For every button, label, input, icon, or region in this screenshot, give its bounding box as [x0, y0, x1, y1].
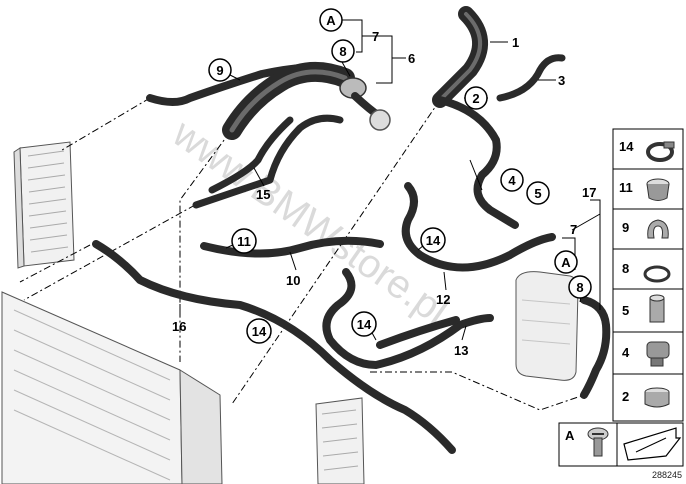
legend-item-11: 11	[619, 178, 670, 201]
label-13: 13	[454, 343, 468, 358]
callout-11: 11	[231, 228, 257, 254]
sleeve-icon	[646, 178, 670, 201]
svg-text:14: 14	[252, 324, 267, 339]
radiator-lower-center	[315, 397, 365, 484]
svg-text:4: 4	[622, 345, 630, 360]
label-1: 1	[512, 35, 519, 50]
svg-text:9: 9	[622, 220, 629, 235]
label-7-top: 7	[372, 29, 379, 44]
footer-letter: A	[565, 428, 575, 443]
legend-item-14: 14	[619, 139, 675, 162]
legend-item-5: 5	[622, 294, 665, 323]
legend-footer: A	[558, 422, 684, 467]
clamp-bracket-icon	[646, 341, 670, 367]
label-7-right: 7	[570, 222, 577, 237]
svg-text:9: 9	[216, 63, 223, 78]
label-12: 12	[436, 292, 450, 307]
svg-text:5: 5	[534, 186, 541, 201]
bush-icon	[649, 294, 665, 323]
radiator-upper-left	[13, 141, 75, 269]
o-ring-icon	[643, 265, 671, 283]
legend-item-8: 8	[622, 261, 671, 283]
svg-text:8: 8	[339, 44, 346, 59]
callout-14-low: 14	[246, 318, 272, 344]
legend-item-2: 2	[622, 387, 670, 408]
label-6: 6	[408, 51, 415, 66]
callout-9: 9	[208, 58, 232, 82]
svg-text:A: A	[561, 255, 571, 270]
label-15: 15	[256, 187, 270, 202]
legend-item-4: 4	[622, 341, 670, 367]
svg-text:11: 11	[619, 180, 633, 195]
svg-text:5: 5	[622, 303, 629, 318]
svg-text:14: 14	[619, 139, 634, 154]
svg-text:2: 2	[472, 91, 479, 106]
svg-text:8: 8	[576, 280, 583, 295]
svg-text:2: 2	[622, 389, 629, 404]
callout-14-center: 14	[351, 311, 377, 337]
clip-icon	[647, 219, 669, 239]
svg-text:4: 4	[508, 173, 516, 188]
diagram-id: 288245	[652, 470, 682, 480]
callout-8-top: 8	[331, 39, 355, 63]
clamp-icon	[646, 141, 675, 162]
main-radiator	[1, 291, 223, 484]
bleed-screw-icon	[587, 427, 609, 457]
callout-4: 4	[500, 168, 524, 192]
label-17: 17	[582, 185, 596, 200]
arrow-icon	[623, 427, 682, 461]
label-16: 16	[172, 319, 186, 334]
callout-a-right: A	[554, 250, 578, 274]
callout-5: 5	[526, 181, 550, 205]
svg-text:11: 11	[237, 234, 251, 249]
callout-a-top: A	[319, 8, 343, 32]
svg-text:14: 14	[357, 317, 372, 332]
label-3: 3	[558, 73, 565, 88]
band-clamp-icon	[644, 387, 670, 408]
callout-8-right: 8	[568, 275, 592, 299]
callout-14-mid: 14	[420, 227, 446, 253]
svg-text:A: A	[326, 13, 336, 28]
expansion-tank	[515, 271, 579, 381]
parts-legend: 14 11 9 8 5	[612, 128, 684, 422]
reference-lines	[19, 97, 585, 411]
callout-2: 2	[464, 86, 488, 110]
svg-text:8: 8	[622, 261, 629, 276]
svg-text:14: 14	[426, 233, 441, 248]
label-10: 10	[286, 273, 300, 288]
legend-item-9: 9	[622, 219, 669, 239]
hoses	[92, 6, 611, 454]
